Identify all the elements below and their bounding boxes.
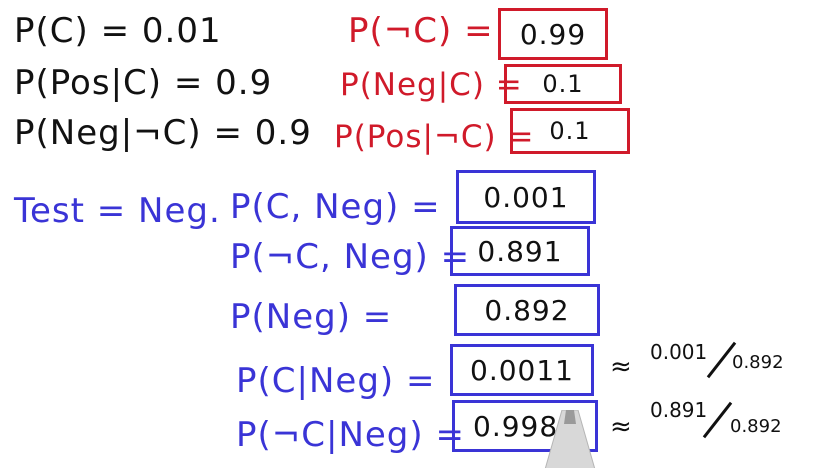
label-p-not-c: P(¬C) =	[348, 11, 494, 51]
label-p-neg-given-c: P(Neg|C) =	[340, 67, 523, 103]
test-label: Test = Neg.	[14, 191, 221, 231]
label-p-neg: P(Neg) =	[230, 297, 393, 337]
label-p-not-c-given-neg: P(¬C|Neg) =	[236, 415, 465, 455]
ratio-numerator: 0.001	[650, 340, 708, 364]
label-p-pos-given-not-c: P(Pos|¬C) =	[334, 119, 535, 155]
ratio-denominator: 0.892	[730, 416, 782, 437]
given-p-neg-given-not-c: P(Neg|¬C) = 0.9	[14, 113, 312, 153]
value-box-p-c-neg: 0.001	[456, 170, 596, 224]
approx-symbol: ≈	[610, 352, 632, 382]
ratio-not-c-given-neg: ≈ 0.891 0.892	[606, 394, 806, 454]
label-p-c-neg: P(C, Neg) =	[230, 187, 441, 227]
ratio-numerator: 0.891	[650, 398, 708, 422]
label-p-c-given-neg: P(C|Neg) =	[236, 361, 436, 401]
label-p-not-c-neg: P(¬C, Neg) =	[230, 237, 471, 277]
approx-symbol: ≈	[610, 412, 632, 442]
value-box-p-not-c-neg: 0.891	[450, 226, 590, 276]
value-box-p-neg: 0.892	[454, 284, 600, 336]
given-p-pos-given-c: P(Pos|C) = 0.9	[14, 63, 273, 103]
value-box-p-c-given-neg: 0.0011	[450, 344, 594, 396]
ratio-c-given-neg: ≈ 0.001 0.892	[606, 334, 806, 394]
pen-cursor-icon	[544, 410, 596, 468]
value-box-p-pos-given-not-c: 0.1	[510, 108, 630, 154]
given-p-c: P(C) = 0.01	[14, 11, 222, 51]
value-box-p-not-c: 0.99	[498, 8, 608, 60]
ratio-denominator: 0.892	[732, 352, 784, 373]
value-box-p-neg-given-c: 0.1	[504, 64, 622, 104]
